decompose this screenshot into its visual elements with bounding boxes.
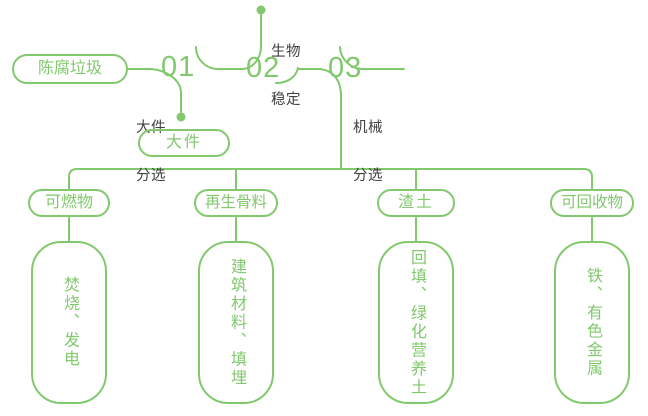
node-slag-soil: 渣土 bbox=[377, 189, 455, 217]
result-building-material-landfill: 建筑材料、填埋 bbox=[198, 241, 274, 404]
step-number-03: 03 bbox=[328, 52, 363, 84]
step-label-line: 机械 bbox=[353, 120, 383, 136]
flow-line-02-riser bbox=[242, 14, 262, 70]
result-text: 建筑材料、填埋 bbox=[228, 257, 245, 388]
node-big-item-label: 大件 bbox=[165, 134, 202, 151]
step-label-line: 稳定 bbox=[271, 92, 301, 108]
node-combustible-label: 可燃物 bbox=[44, 194, 93, 211]
flow-arc-over-03 bbox=[339, 46, 405, 71]
connector-dot-big-item bbox=[176, 112, 186, 122]
node-slag-soil-label: 渣土 bbox=[397, 194, 434, 211]
node-recycled-aggregate-label: 再生骨料 bbox=[204, 194, 267, 212]
connector-dot-bio bbox=[256, 5, 266, 15]
step-label-line: 生物 bbox=[271, 44, 301, 60]
node-big-item: 大件 bbox=[138, 129, 230, 157]
node-combustible: 可燃物 bbox=[28, 189, 110, 217]
result-text: 回填、绿化营养土 bbox=[408, 248, 425, 397]
node-source: 陈腐垃圾 bbox=[12, 54, 128, 84]
flow-swoosh-after-02 bbox=[275, 67, 299, 84]
node-source-label: 陈腐垃圾 bbox=[37, 60, 102, 77]
step-label-line: 分选 bbox=[353, 168, 383, 184]
result-text: 焚烧、发电 bbox=[61, 276, 78, 369]
step-label-bio-stabilization: 生物 稳定 bbox=[271, 12, 301, 140]
result-text: 铁、有色金属 bbox=[584, 267, 601, 378]
step-number-02: 02 bbox=[246, 52, 281, 84]
flow-arc-over-01 bbox=[194, 46, 244, 71]
flow-line-03-feed-drop bbox=[318, 68, 342, 170]
distribution-bar bbox=[68, 168, 593, 191]
node-recyclable-label: 可回收物 bbox=[560, 194, 623, 212]
step-label-line: 分选 bbox=[136, 168, 166, 184]
step-number-01: 01 bbox=[161, 51, 196, 83]
result-iron-nonferrous-metal: 铁、有色金属 bbox=[554, 241, 630, 404]
result-incineration-power: 焚烧、发电 bbox=[31, 241, 107, 404]
node-recycled-aggregate: 再生骨料 bbox=[194, 189, 278, 217]
flow-line-01-drop bbox=[150, 68, 182, 113]
node-recyclable: 可回收物 bbox=[550, 189, 634, 217]
step-label-mechanical-sorting: 机械 分选 bbox=[353, 88, 383, 216]
result-backfill-greening-soil: 回填、绿化营养土 bbox=[378, 241, 454, 404]
